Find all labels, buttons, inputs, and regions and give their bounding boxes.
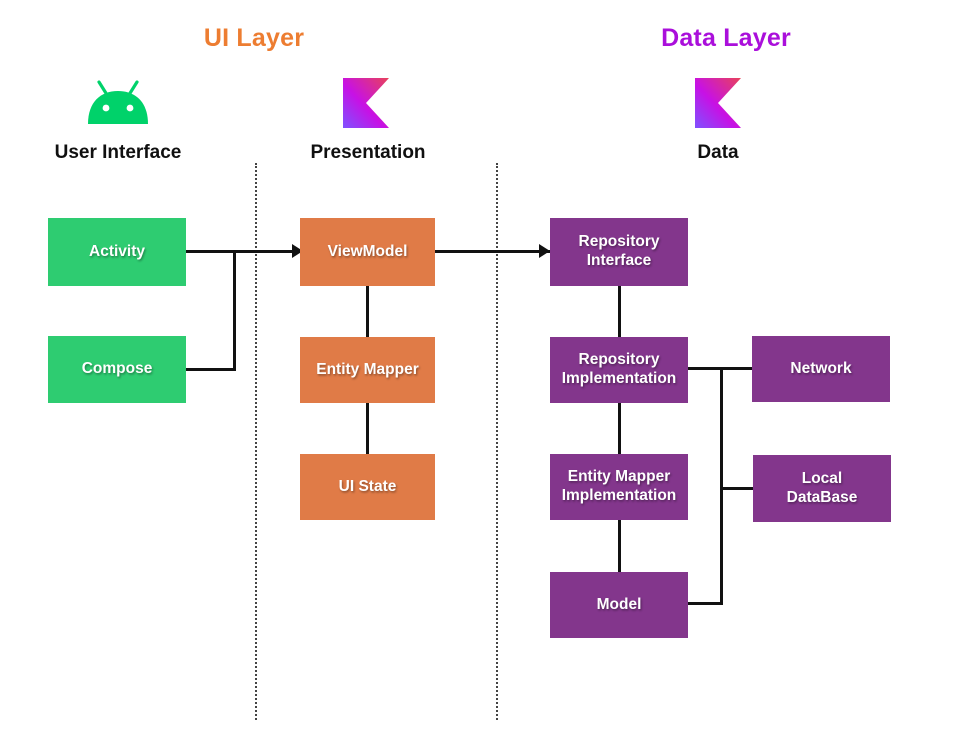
- connector-viewmodel-to-entity-mapper: [366, 285, 369, 339]
- node-network[interactable]: Network: [752, 336, 890, 402]
- node-ui-state[interactable]: UI State: [300, 454, 435, 520]
- connector-model-to-trunk: [687, 602, 723, 605]
- layer-divider-left: [255, 163, 257, 720]
- connector-activity-to-viewmodel: [186, 250, 305, 253]
- connector-trunk-to-local-database: [720, 487, 756, 490]
- ui-layer-title: UI Layer: [203, 24, 305, 52]
- node-entity-mapper[interactable]: Entity Mapper: [300, 337, 435, 403]
- connector-data-trunk-vertical: [720, 367, 723, 605]
- arrow-head-viewmodel: [292, 244, 303, 258]
- connector-repository-implementation-to-entity-mapper: [618, 402, 621, 456]
- node-activity[interactable]: Activity: [48, 218, 186, 286]
- data-layer-title: Data Layer: [661, 24, 791, 52]
- kotlin-logo-icon: [343, 78, 389, 128]
- kotlin-logo-icon: [695, 78, 741, 128]
- connector-compose-horizontal: [186, 368, 236, 371]
- column-label-presentation: Presentation: [310, 142, 426, 163]
- node-viewmodel[interactable]: ViewModel: [300, 218, 435, 286]
- connector-entity-mapper-implementation-to-model: [618, 520, 621, 575]
- node-model[interactable]: Model: [550, 572, 688, 638]
- connector-viewmodel-to-repository-interface: [435, 250, 553, 253]
- node-compose[interactable]: Compose: [48, 336, 186, 403]
- column-label-data: Data: [697, 142, 739, 163]
- connector-repository-interface-to-implementation: [618, 285, 621, 339]
- layer-divider-right: [496, 163, 498, 720]
- android-robot-icon: [86, 80, 150, 126]
- arrow-head-repository-interface: [539, 244, 550, 258]
- column-label-user-interface: User Interface: [54, 142, 182, 163]
- connector-compose-vertical: [233, 250, 236, 371]
- connector-entity-mapper-to-ui-state: [366, 402, 369, 456]
